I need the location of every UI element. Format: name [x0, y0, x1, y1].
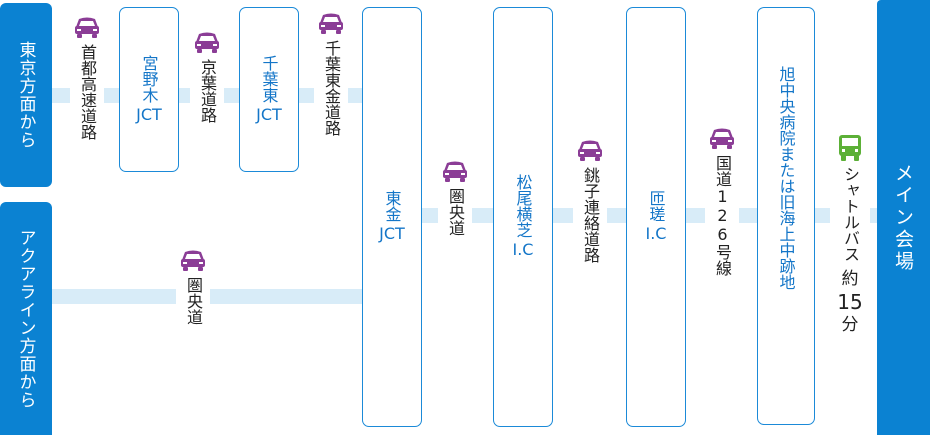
- node-miyanogi-jct: 宮野木 JCT: [119, 7, 179, 172]
- node-matsuo-suffix: I.C: [512, 240, 534, 259]
- road-keiyo-label: 京葉道路: [198, 59, 217, 123]
- road-route126: 国道126号線: [705, 127, 739, 276]
- road-shuto-label: 首都高速道路: [78, 44, 97, 140]
- node-matsuo-ic: 松尾横芝 I.C: [493, 7, 553, 427]
- road-chiba-togane-label: 千葉東金道路: [322, 40, 341, 136]
- road-route126-label: 国道126号線: [713, 155, 732, 276]
- node-miyanogi-suffix: JCT: [136, 104, 162, 124]
- node-venue-site: 旭中央病院または旧海上中跡地: [757, 7, 815, 425]
- node-togane-jct: 東金 JCT: [362, 7, 422, 427]
- bus-icon: [839, 135, 861, 161]
- road-choshi-label: 銚子連絡道路: [581, 167, 600, 263]
- road-shuttle-bus: シャトルバス 約 15 分: [830, 134, 870, 336]
- destination-label: メイン会場: [892, 162, 914, 273]
- road-ken-o-bottom: 圏央道: [176, 249, 210, 325]
- road-shuto: 首都高速道路: [70, 16, 104, 140]
- node-miyanogi-name: 宮野木: [139, 54, 159, 103]
- node-matsuo-name: 松尾横芝: [513, 174, 533, 238]
- destination-main-venue: メイン会場: [877, 0, 930, 435]
- car-icon: [181, 250, 205, 271]
- node-chibahigashi-jct: 千葉東 JCT: [239, 7, 299, 172]
- car-icon: [195, 32, 219, 53]
- node-togane-name: 東金: [382, 190, 402, 222]
- shuttle-duration: 約 15 分: [837, 268, 862, 336]
- shuttle-duration-unit: 分: [841, 315, 859, 335]
- road-ken-o-mid-label: 圏央道: [446, 188, 465, 236]
- node-venue-site-name: 旭中央病院または旧海上中跡地: [776, 66, 796, 290]
- road-ken-o-mid: 圏央道: [438, 160, 472, 236]
- node-sosa-ic: 匝瑳 I.C: [626, 7, 686, 427]
- road-chiba-togane: 千葉東金道路: [314, 12, 348, 136]
- car-icon: [578, 140, 602, 161]
- car-icon: [443, 161, 467, 182]
- origin-aqualine-label: アクアライン方面から: [15, 228, 36, 409]
- node-togane-suffix: JCT: [379, 224, 405, 243]
- origin-tokyo-label: 東京方面から: [15, 41, 36, 149]
- car-icon: [75, 17, 99, 38]
- connector-band-main: [362, 208, 882, 223]
- shuttle-duration-value: 15: [837, 290, 863, 314]
- origin-tokyo: 東京方面から: [0, 3, 52, 187]
- node-chibahigashi-name: 千葉東: [259, 54, 279, 103]
- road-ken-o-bottom-label: 圏央道: [184, 277, 203, 325]
- road-choshi: 銚子連絡道路: [573, 139, 607, 263]
- node-sosa-suffix: I.C: [645, 224, 667, 243]
- car-icon: [710, 128, 734, 149]
- node-chibahigashi-suffix: JCT: [256, 104, 282, 124]
- road-keiyo: 京葉道路: [190, 31, 224, 123]
- road-shuttle-label: シャトルバス: [841, 166, 860, 262]
- origin-aqualine: アクアライン方面から: [0, 202, 52, 435]
- shuttle-duration-prefix: 約: [841, 269, 859, 289]
- node-sosa-name: 匝瑳: [646, 190, 666, 222]
- car-icon: [319, 13, 343, 34]
